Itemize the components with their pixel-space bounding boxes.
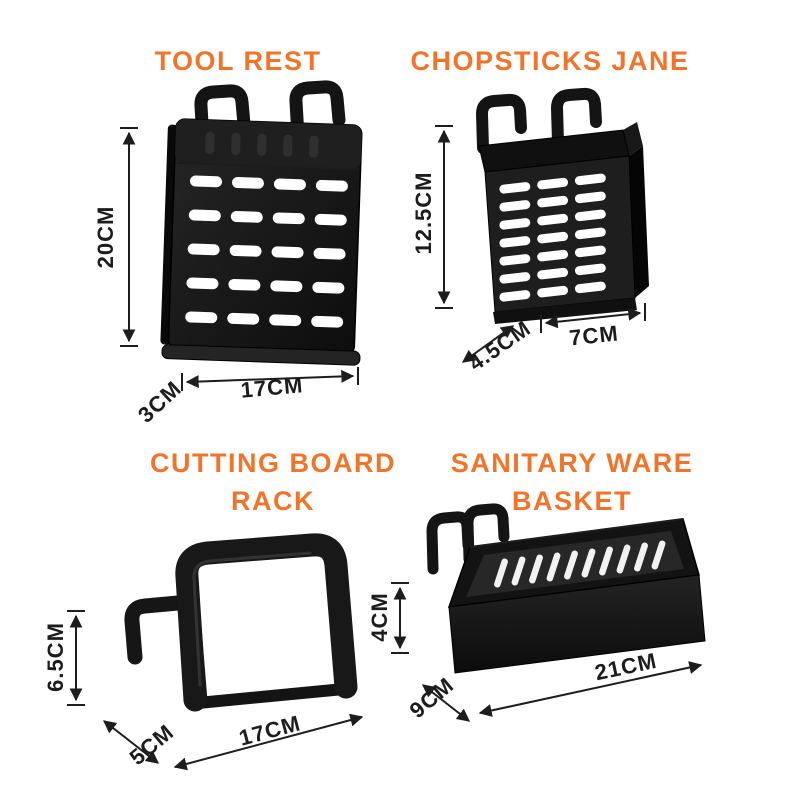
height-dimension-line: [391, 582, 409, 654]
panel-slots: [185, 175, 348, 328]
rack-height-label: 6.5CM: [43, 622, 68, 692]
perforated-panel: [160, 118, 363, 366]
tool-rest-height-label: 20CM: [93, 205, 118, 269]
width-dimension-line: [478, 661, 703, 717]
chopstick-basket: [478, 122, 649, 324]
depth-dimension-line: [461, 325, 515, 363]
basket-tray: [447, 518, 706, 674]
knife-slots: [205, 132, 319, 158]
tool-rest-illustration: [120, 80, 363, 391]
height-dimension-line: [435, 125, 453, 309]
chopsticks-height-label: 12.5CM: [411, 171, 436, 255]
sanitary-height-label: 4CM: [367, 592, 392, 642]
title-tool-rest: TOOL REST: [154, 46, 322, 76]
sanitary-basket-illustration: [391, 503, 706, 722]
height-dimension-line: [67, 610, 85, 706]
width-dimension-line: [540, 303, 646, 333]
depth-dimension-line: [102, 720, 160, 764]
depth-dimension-line: [421, 684, 471, 722]
rail-hooks: [426, 503, 510, 575]
height-dimension-line: [120, 127, 138, 347]
chopsticks-basket-illustration: [435, 87, 649, 363]
title-sanitary-ware-basket: SANITARY WARE BASKET: [450, 448, 694, 516]
rack-arch: [175, 533, 358, 712]
cutting-board-rack-illustration: [67, 533, 364, 771]
door-hooks: [194, 80, 346, 147]
basket-slots: [499, 173, 606, 302]
rack-frame: [124, 533, 358, 712]
base-rail: [192, 683, 350, 709]
door-hooks: [475, 87, 602, 154]
width-dimension-line: [173, 713, 364, 771]
tray-slots: [494, 540, 666, 588]
width-dimension-line: [181, 367, 359, 391]
title-chopsticks-jane: CHOPSTICKS JANE: [410, 46, 690, 76]
title-cutting-board-rack: CUTTING BOARD RACK: [150, 448, 396, 516]
